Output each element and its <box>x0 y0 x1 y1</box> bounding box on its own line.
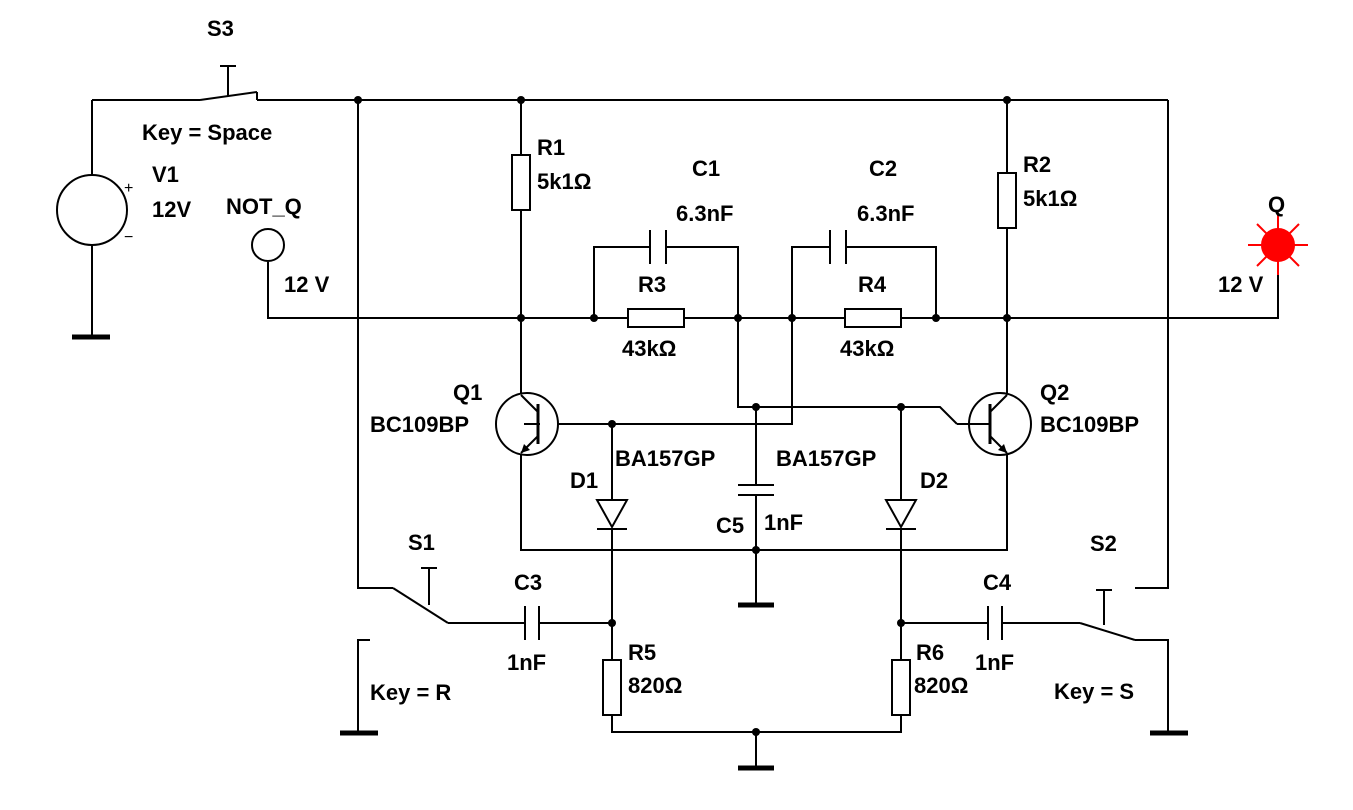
r2-name-label: R2 <box>1023 152 1051 177</box>
diode-d2-icon <box>884 499 918 530</box>
resistor-r2 <box>997 172 1017 229</box>
npn-transistor-q2-icon <box>957 392 1032 456</box>
c4-name-label: C4 <box>983 570 1012 595</box>
c5-name-label: C5 <box>716 513 744 538</box>
c4-value-label: 1nF <box>975 650 1014 675</box>
s1-name-label: S1 <box>408 530 435 555</box>
dc-voltage-source-icon: + − <box>56 174 133 246</box>
probe-q-name: Q <box>1268 192 1285 217</box>
q1-model-label: BC109BP <box>370 412 469 437</box>
probe-q-reading: 12 V <box>1218 272 1264 297</box>
c5-value-label: 1nF <box>764 510 803 535</box>
q2-name-label: Q2 <box>1040 380 1069 405</box>
s1-key-label: Key = R <box>370 680 451 705</box>
capacitor-c3 <box>524 606 540 640</box>
junction-dots <box>354 96 1011 736</box>
d1-model-label: BA157GP <box>615 446 715 471</box>
v1-name-label: V1 <box>152 162 179 187</box>
resistor-r1 <box>511 154 531 211</box>
d1-name-label: D1 <box>570 468 598 493</box>
r5-name-label: R5 <box>628 640 656 665</box>
c3-name-label: C3 <box>514 570 542 595</box>
r6-value-label: 820Ω <box>914 673 968 698</box>
c1-value-label: 6.3nF <box>676 201 733 226</box>
switch-s1[interactable] <box>392 567 449 624</box>
v1-plus-sign: + <box>124 180 133 197</box>
probe-not-q-icon <box>251 228 285 262</box>
s3-name-label: S3 <box>207 16 234 41</box>
v1-value-label: 12V <box>152 197 191 222</box>
diode-d1-icon <box>595 499 629 530</box>
npn-transistor-q1-icon <box>495 392 559 456</box>
r6-name-label: R6 <box>916 640 944 665</box>
c2-name-label: C2 <box>869 156 897 181</box>
switch-s2[interactable] <box>1079 589 1136 641</box>
r3-name-label: R3 <box>638 272 666 297</box>
s2-name-label: S2 <box>1090 531 1117 556</box>
s2-key-label: Key = S <box>1054 679 1134 704</box>
probe-not-q-reading: 12 V <box>284 272 330 297</box>
r3-value-label: 43kΩ <box>622 336 676 361</box>
capacitor-c4 <box>987 606 1003 640</box>
q2-model-label: BC109BP <box>1040 412 1139 437</box>
c1-name-label: C1 <box>692 156 720 181</box>
resistor-r5 <box>602 659 622 716</box>
switch-s3[interactable] <box>199 65 258 101</box>
resistor-r4 <box>844 308 902 328</box>
probe-q-lit-icon <box>1248 215 1308 275</box>
resistor-r6 <box>891 659 911 716</box>
resistor-r3 <box>627 308 685 328</box>
c3-value-label: 1nF <box>507 650 546 675</box>
c2-value-label: 6.3nF <box>857 201 914 226</box>
capacitor-c5 <box>738 484 774 496</box>
r4-name-label: R4 <box>858 272 887 297</box>
v1-minus-sign: − <box>124 229 133 246</box>
capacitor-c1 <box>649 230 667 264</box>
s3-key-label: Key = Space <box>142 120 272 145</box>
capacitor-c2 <box>829 230 847 264</box>
d2-name-label: D2 <box>920 468 948 493</box>
probe-not-q-name: NOT_Q <box>226 194 302 219</box>
r1-value-label: 5k1Ω <box>537 169 591 194</box>
wires <box>91 99 1279 767</box>
r2-value-label: 5k1Ω <box>1023 186 1077 211</box>
r5-value-label: 820Ω <box>628 673 682 698</box>
d2-model-label: BA157GP <box>776 446 876 471</box>
r1-name-label: R1 <box>537 135 565 160</box>
q1-name-label: Q1 <box>453 380 482 405</box>
r4-value-label: 43kΩ <box>840 336 894 361</box>
